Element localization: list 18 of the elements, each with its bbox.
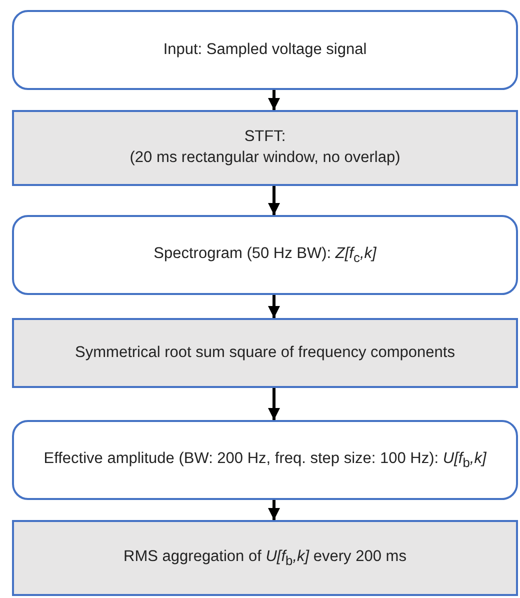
process-box — [12, 520, 518, 596]
process-box — [12, 110, 518, 186]
arrow — [268, 90, 280, 110]
process-box — [12, 318, 518, 388]
box-text: Effective amplitude (BW: 200 Hz, freq. step size: 100 Hz): U[f$_{b}$,k] — [44, 448, 486, 472]
box-text: Input: Sampled voltage signal — [163, 40, 367, 60]
box-text: Spectrogram (50 Hz BW): Z[f$_{c}$,k] — [154, 244, 376, 266]
rounded-box — [12, 10, 518, 90]
box-text: RMS aggregation of U[f$_{b}$,k] every 200 ms — [124, 546, 406, 570]
rounded-box — [12, 215, 518, 295]
arrow — [268, 388, 280, 420]
box-text: STFT: — [244, 127, 286, 148]
arrow — [268, 500, 280, 520]
rounded-box — [12, 420, 518, 500]
box-text: Symmetrical root sum square of frequency components — [75, 342, 455, 363]
arrow — [268, 295, 280, 318]
arrow — [268, 186, 280, 215]
box-text: (20 ms rectangular window, no overlap) — [130, 148, 400, 168]
